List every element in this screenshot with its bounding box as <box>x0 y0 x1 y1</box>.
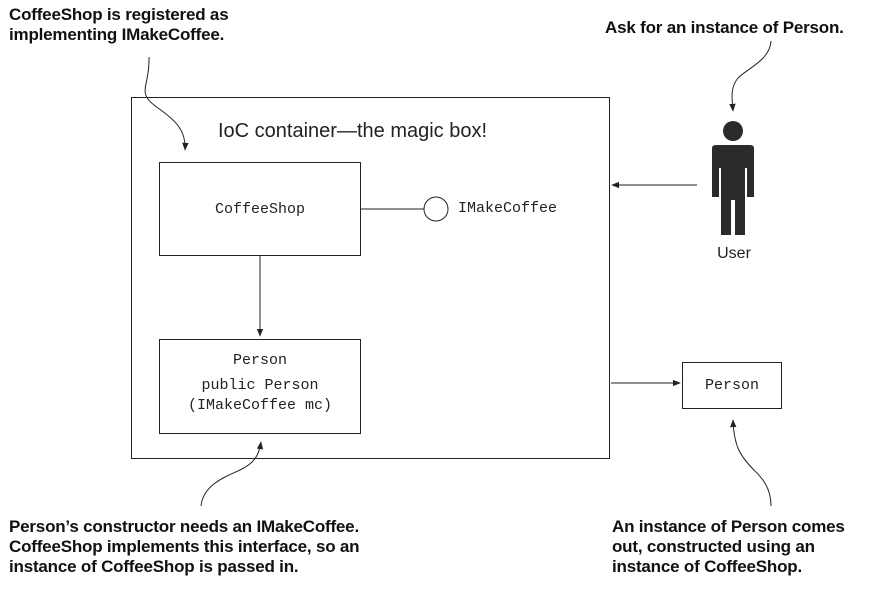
result-callout-leader <box>730 419 772 507</box>
output-person-box: Person <box>682 362 782 409</box>
ask-callout-line: Ask for an instance of Person. <box>605 18 844 37</box>
registered-callout-leader <box>144 56 189 151</box>
output-person-label: Person <box>704 377 759 394</box>
ioc-container: IoC container—the magic box! <box>131 97 610 459</box>
user-label: User <box>717 245 751 262</box>
registered-callout-line: implementing IMakeCoffee. <box>9 25 225 44</box>
result-callout-line: An instance of Person comes <box>612 517 845 536</box>
interface-label: IMakeCoffee <box>458 200 558 217</box>
constructor-callout: Person’s constructor needs an IMakeCoffe… <box>9 517 360 577</box>
user-figure <box>712 121 754 235</box>
result-callout-line: instance of CoffeeShop. <box>612 557 802 576</box>
coffeeshop-label: CoffeeShop <box>214 200 305 218</box>
container-title: IoC container—the magic box! <box>218 120 488 142</box>
registered-callout-line: CoffeeShop is registered as <box>9 5 229 24</box>
ask-callout-leader <box>729 40 772 112</box>
constructor-callout-leader <box>200 441 264 507</box>
ask-callout: Ask for an instance of Person. <box>605 18 844 38</box>
user-head <box>723 121 743 141</box>
person-ctor-line1: public Person <box>201 377 319 394</box>
coffeeshop-box: CoffeeShop <box>159 162 361 256</box>
result-callout-line: out, constructed using an <box>612 537 815 556</box>
user-body <box>712 145 754 235</box>
interface-lollipop-circle <box>423 196 449 222</box>
constructor-callout-line: instance of CoffeeShop is passed in. <box>9 557 299 576</box>
registered-callout: CoffeeShop is registered as implementing… <box>9 5 229 45</box>
constructor-callout-line: CoffeeShop implements this interface, so… <box>9 537 360 556</box>
result-callout: An instance of Person comes out, constru… <box>612 517 845 577</box>
person-ctor-line2: (IMakeCoffee mc) <box>187 397 333 414</box>
person-box: Person public Person (IMakeCoffee mc) <box>159 339 361 434</box>
constructor-callout-line: Person’s constructor needs an IMakeCoffe… <box>9 517 359 536</box>
person-class-name: Person <box>232 352 287 369</box>
